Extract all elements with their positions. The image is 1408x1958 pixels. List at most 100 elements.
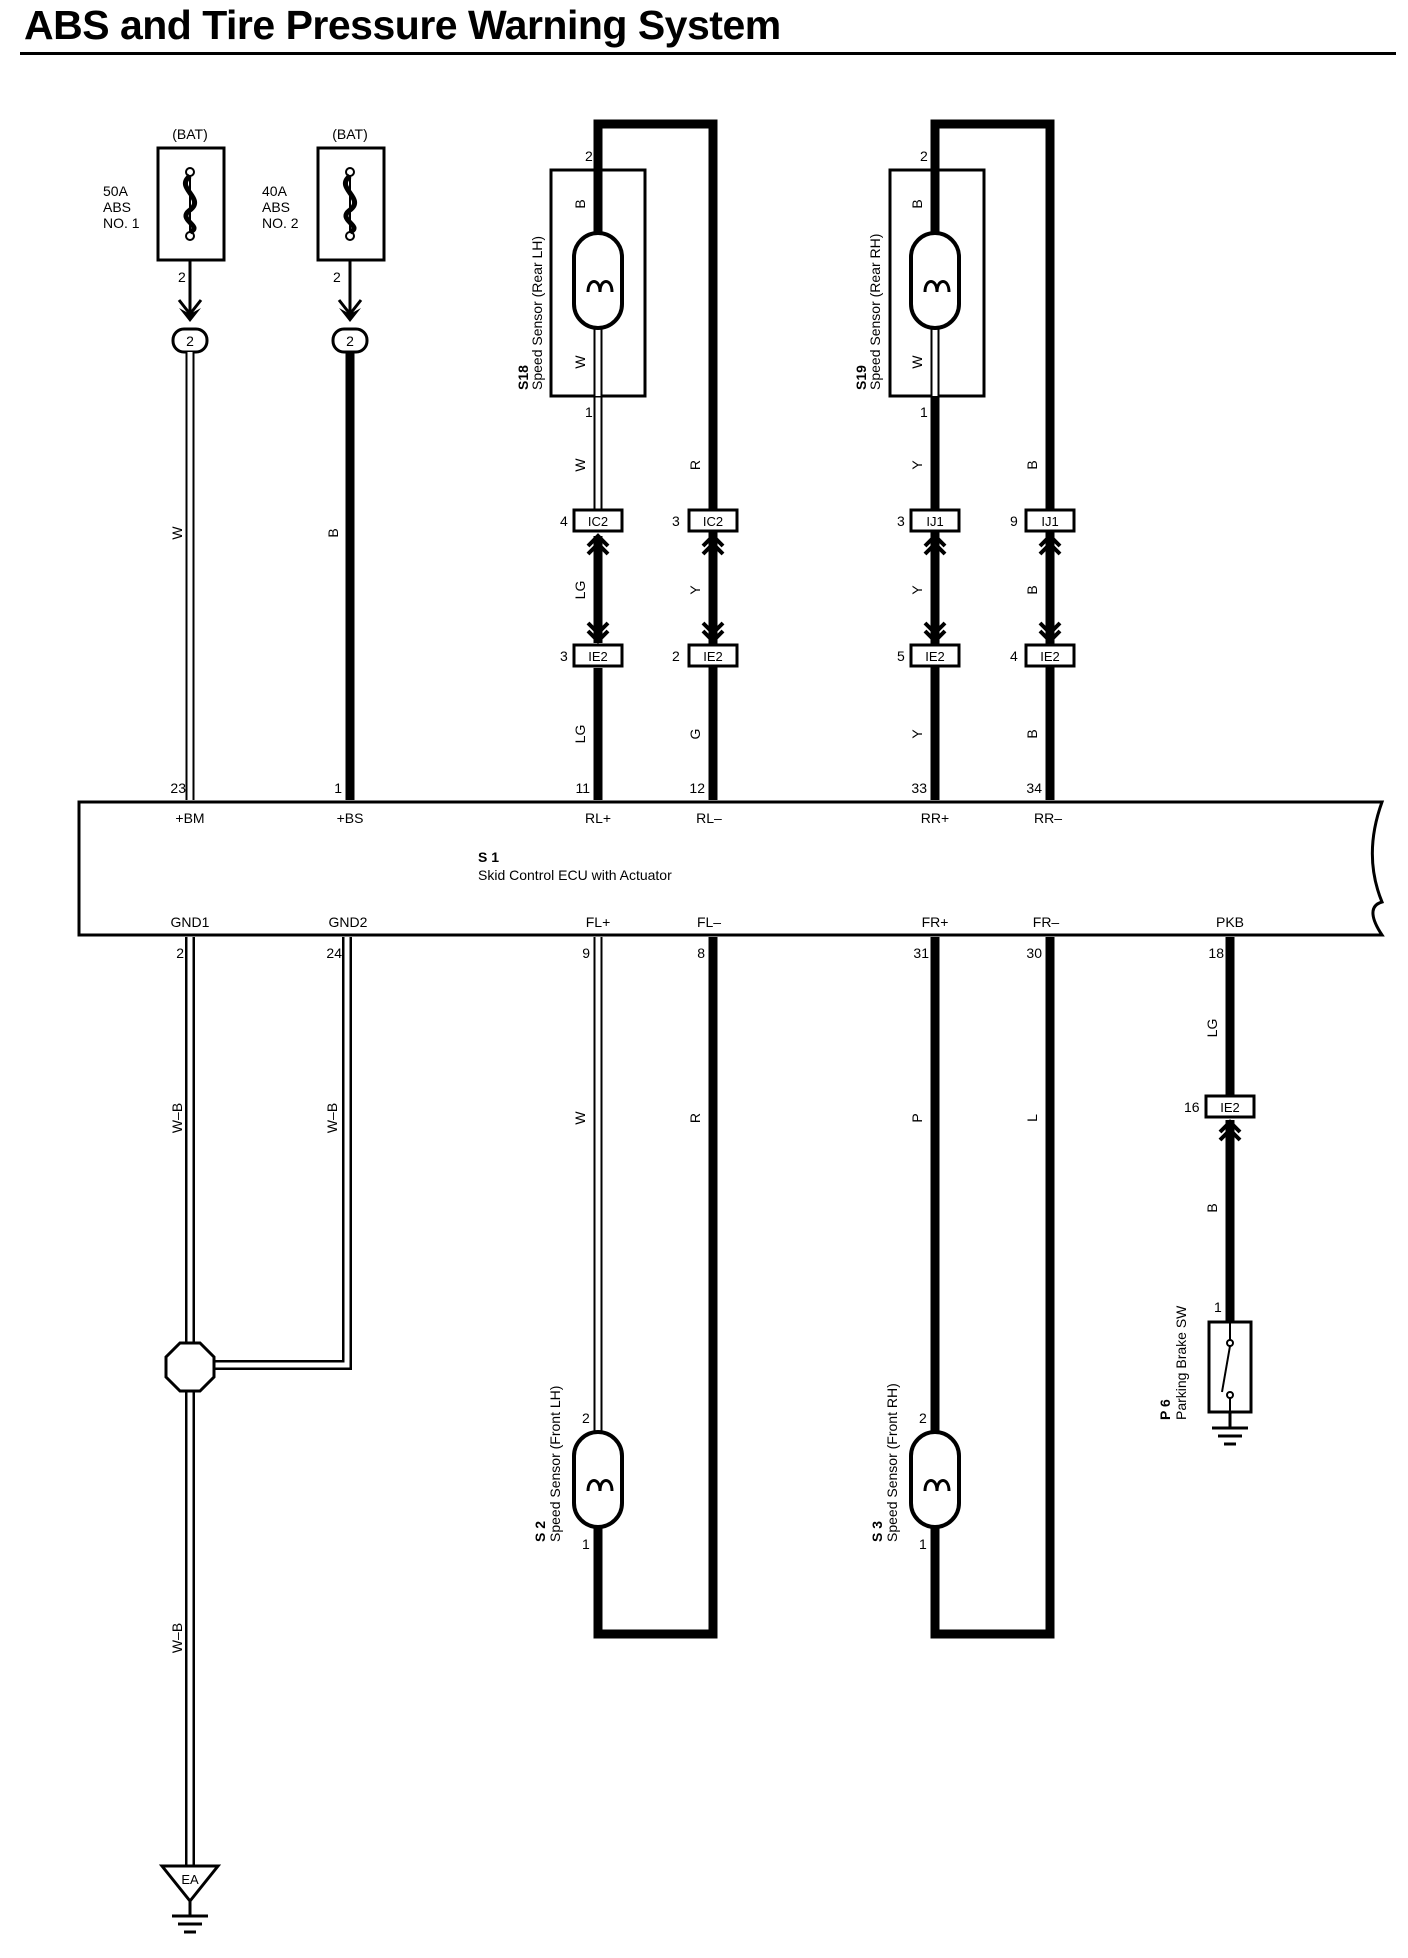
fuse-abs-no2: (BAT) 40A ABS NO. 2 2 2 B <box>262 126 386 800</box>
title-rule <box>20 52 1396 55</box>
fuse-icon <box>342 174 358 235</box>
connector-box <box>1024 508 1076 533</box>
wire-color: P <box>909 1113 925 1122</box>
connector-box <box>909 508 961 533</box>
pin-number: 33 <box>911 780 927 796</box>
wire-color: R <box>687 460 703 470</box>
ground-point-icon <box>158 1864 222 1904</box>
pin-number: 24 <box>326 945 342 961</box>
connector-label: IC2 <box>703 514 723 529</box>
connector-label: 2 <box>346 333 354 349</box>
wire-color: B <box>325 528 341 537</box>
ground-point-label: EA <box>181 1872 199 1887</box>
pin-number: 1 <box>920 404 928 420</box>
pin-label: GND2 <box>329 914 368 930</box>
connector-chevrons-icon <box>1218 1119 1242 1142</box>
pin-number: 3 <box>897 513 905 529</box>
pin-number: 2 <box>672 648 680 664</box>
pin-number: 31 <box>913 945 929 961</box>
wire-color: B <box>909 199 925 208</box>
pin-label: +BM <box>175 810 204 826</box>
fuse-source: (BAT) <box>332 126 368 142</box>
pin-label: FL+ <box>586 914 611 930</box>
page-title: ABS and Tire Pressure Warning System <box>24 2 781 48</box>
rear-rh-sensor-circuit: 2 1 B W S19 Speed Sensor (Rear RH) Y B Y… <box>853 119 1076 800</box>
switch-icon <box>1221 1322 1234 1412</box>
pin-number: 2 <box>176 945 184 961</box>
fuse-pin: 2 <box>333 269 341 285</box>
connector-label: IE2 <box>925 649 945 664</box>
pin-number: 23 <box>170 780 186 796</box>
connector-box <box>687 508 739 533</box>
pin-number: 1 <box>582 1536 590 1552</box>
wire-color: W–B <box>169 1623 185 1653</box>
pin-number: 8 <box>697 945 705 961</box>
connector-label: IE2 <box>1220 1100 1240 1115</box>
pin-label: +BS <box>337 810 364 826</box>
wire-color: Y <box>909 729 925 739</box>
connector-box <box>909 643 961 668</box>
wire-color: Y <box>909 460 925 470</box>
wire-color: R <box>687 1113 703 1123</box>
front-rh-sensor-circuit: 2 1 P L S 3 Speed Sensor (Front RH) <box>869 937 1055 1639</box>
pin-number: 2 <box>582 1410 590 1426</box>
component-code: S 3 <box>869 1521 885 1542</box>
pin-number: 34 <box>1026 780 1042 796</box>
ground-icon <box>1212 1412 1248 1446</box>
pin-number: 3 <box>672 513 680 529</box>
fuse-name: ABS <box>103 199 131 215</box>
connector-label: IE2 <box>703 649 723 664</box>
connector-box <box>1024 643 1076 668</box>
pin-label: RL– <box>696 810 722 826</box>
pin-number: 11 <box>575 780 590 796</box>
connector-box <box>687 643 739 668</box>
pin-number: 1 <box>919 1536 927 1552</box>
wire-color: G <box>687 729 703 740</box>
connector-box <box>1204 1094 1256 1119</box>
wire-color: Y <box>687 585 703 595</box>
connector-label: IJ1 <box>1041 514 1058 529</box>
sensor-coil-icon <box>572 1430 624 1529</box>
ecu-name: Skid Control ECU with Actuator <box>478 867 672 883</box>
fuse-rating: 50A <box>103 183 129 199</box>
wire-color: L <box>1024 1114 1040 1122</box>
component-code: P 6 <box>1157 1399 1173 1420</box>
wire-color: W <box>169 526 185 540</box>
wire-color: LG <box>572 581 588 600</box>
fuse-pin: 2 <box>178 269 186 285</box>
ground-circuit: W–B W–B W–B EA <box>158 937 352 1934</box>
pin-label: FR+ <box>922 914 949 930</box>
component-code: S 2 <box>532 1521 548 1542</box>
pin-number: 4 <box>560 513 568 529</box>
sensor-coil-icon <box>909 231 961 330</box>
wire-color: W–B <box>324 1103 340 1133</box>
fuse-name: NO. 1 <box>103 215 140 231</box>
pin-number: 2 <box>585 148 593 164</box>
ground-icon <box>172 1901 208 1934</box>
connector-label: 2 <box>186 333 194 349</box>
connector-chevrons-icon <box>923 533 1062 644</box>
front-lh-sensor-circuit: 2 1 W R S 2 Speed Sensor (Front LH) <box>532 937 718 1639</box>
pin-label: FR– <box>1033 914 1060 930</box>
component-code: S18 <box>515 365 531 390</box>
pin-label: RR+ <box>921 810 949 826</box>
fuse-name: NO. 2 <box>262 215 299 231</box>
connector-label: IE2 <box>588 649 608 664</box>
pin-label: RR– <box>1034 810 1062 826</box>
pin-number: 16 <box>1184 1099 1200 1115</box>
ecu-code: S 1 <box>478 849 499 865</box>
pin-number: 1 <box>1214 1299 1222 1315</box>
component-name: Speed Sensor (Front RH) <box>884 1383 900 1542</box>
pin-number: 9 <box>582 945 590 961</box>
sensor-coil-icon <box>572 231 624 330</box>
connector-box <box>572 508 624 533</box>
wire-color: W–B <box>169 1103 185 1133</box>
wire-color: W <box>909 355 925 369</box>
component-code: S19 <box>853 365 869 390</box>
pin-number: 30 <box>1026 945 1042 961</box>
component-name: Speed Sensor (Rear RH) <box>867 234 883 390</box>
connector-label: IJ1 <box>926 514 943 529</box>
pin-number: 4 <box>1010 648 1018 664</box>
wire-color: W <box>572 1111 588 1125</box>
